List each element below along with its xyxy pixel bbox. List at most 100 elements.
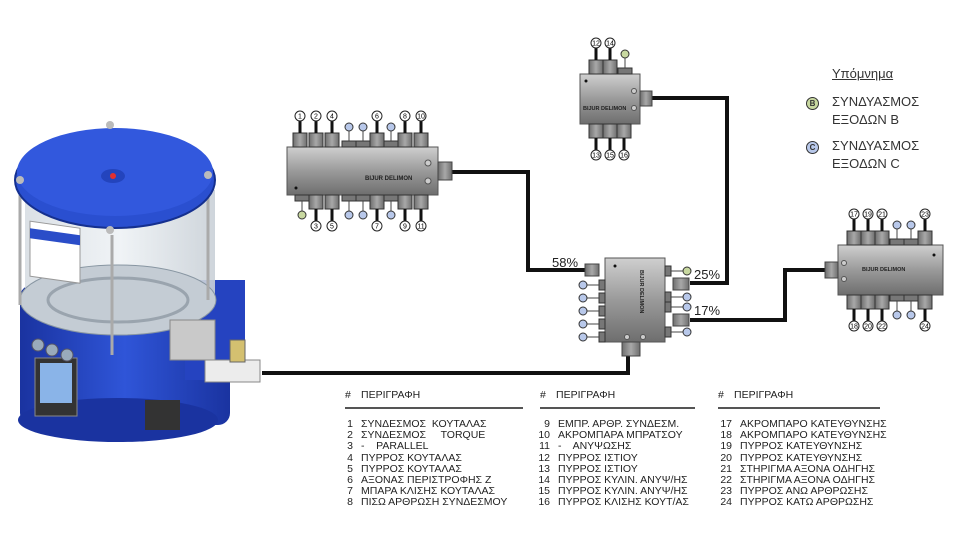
outlet-fitting xyxy=(917,230,933,246)
badge-c-icon xyxy=(892,310,902,320)
pump xyxy=(14,121,261,442)
row-description: ΠΥΡΡΟΣ ΙΣΤΙΟΥ xyxy=(558,462,638,475)
table-divider xyxy=(540,407,695,409)
row-number: 22 xyxy=(720,473,732,486)
outlet-number: 3 xyxy=(314,224,318,231)
outlet-number: 16 xyxy=(620,153,628,160)
row-number: 9 xyxy=(544,418,550,430)
plug xyxy=(598,292,606,304)
outlet-fitting xyxy=(413,132,429,148)
row-description: - PARALLEL xyxy=(361,440,429,453)
row-number: 20 xyxy=(720,451,732,464)
plug xyxy=(889,238,905,246)
outlet-fitting xyxy=(308,132,324,148)
flow-percent-right: 17% xyxy=(694,303,721,318)
row-description: ΑΚΡΟΜΠΑΡΑ ΜΠΡΑΤΣΟΥ xyxy=(558,429,683,442)
outlet-number: 8 xyxy=(403,114,407,121)
row-number: 6 xyxy=(347,473,353,486)
badge-c-icon xyxy=(682,292,692,302)
pipe-main-to-top xyxy=(652,96,729,285)
outlet-number-badge xyxy=(399,110,411,122)
outlet-number: 17 xyxy=(850,212,858,219)
outlet-fitting xyxy=(308,194,324,210)
outlet-number-badge xyxy=(399,220,411,232)
row-description: ΠΥΡΡΟΣ ΙΣΤΙΟΥ xyxy=(558,451,638,464)
outlet-fitting xyxy=(204,359,261,383)
row-description: - ΑΝΥΨΩΣΗΣ xyxy=(558,440,632,453)
plug xyxy=(903,238,919,246)
outlet-number-badge xyxy=(590,149,602,161)
outlet-fitting xyxy=(602,123,618,139)
outlet-number-badge xyxy=(848,320,860,332)
legend-item-b: ΣΥΝΔΥΑΣΜΟΣ ΕΞΟΔΩΝ B xyxy=(832,94,920,127)
flow-percent-main-in: 58% xyxy=(552,255,579,270)
table-hash-header: # xyxy=(345,389,351,401)
row-description: ΠΥΡΡΟΣ ΚΟΥΤΑΛΑΣ xyxy=(361,462,462,475)
row-number: 15 xyxy=(538,485,550,498)
table-divider xyxy=(345,407,523,409)
outlet-number: 1 xyxy=(298,114,302,121)
electrical-connector xyxy=(145,400,180,430)
plug xyxy=(598,331,606,343)
legend-item-c: ΣΥΝΔΥΑΣΜΟΣ ΕΞΟΔΩΝ C xyxy=(832,138,920,171)
outlet-fitting xyxy=(292,132,308,148)
table-hash-header: # xyxy=(718,389,724,401)
plug xyxy=(664,291,672,303)
row-description: ΠΥΡΡΟΣ ΚΥΛΙΝ. ΑΝΥΨ/ΗΣ xyxy=(558,485,688,498)
pipes xyxy=(262,96,830,375)
row-description: ΠΥΡΡΟΣ ΚΑΤΕΥΘΥΝΣΗΣ xyxy=(740,440,863,453)
table-row: 10 ΑΚΡΟΜΠΑΡΑ ΜΠΡΑΤΣΟΥ xyxy=(536,429,689,442)
row-description: ΠΥΡΡΟΣ ΚΛΙΣΗΣ ΚΟΥΤ/ΑΣ xyxy=(558,496,689,509)
row-number: 21 xyxy=(720,462,732,475)
legend-title: Υπόμνημα xyxy=(832,66,894,81)
badge-c-icon xyxy=(358,210,368,220)
row-description: ΣΥΝΔΕΣΜΟΣ ΚΟΥΤΑΛΑΣ xyxy=(361,418,487,430)
outlet-number: 19 xyxy=(864,212,872,219)
row-number: 11 xyxy=(539,440,550,453)
row-number: 24 xyxy=(720,496,732,509)
outlet-fitting xyxy=(369,194,385,210)
row-number: 18 xyxy=(720,429,732,442)
badge-c-icon xyxy=(386,122,396,132)
row-number: 3 xyxy=(347,440,353,453)
outlet-number: 7 xyxy=(375,224,379,231)
row-number: 2 xyxy=(347,429,353,442)
row-number: 10 xyxy=(538,429,550,442)
outlet-number-badge xyxy=(294,110,306,122)
row-number: 19 xyxy=(720,440,732,453)
outlet-number-badge xyxy=(848,208,860,220)
plug xyxy=(664,301,672,313)
plug xyxy=(598,305,606,317)
outlet-number: 13 xyxy=(592,153,600,160)
badge-c-icon xyxy=(892,220,902,230)
outlet-number-badge xyxy=(310,110,322,122)
row-description: ΠΥΡΡΟΣ ΚΥΛΙΝ. ΑΝΥΨ/ΗΣ xyxy=(558,473,688,486)
row-number: 14 xyxy=(538,473,550,486)
outlet-number-badge xyxy=(415,220,427,232)
outlet-fitting xyxy=(860,294,876,310)
row-description: ΣΥΝΔΕΣΜΟΣ TORQUE xyxy=(361,429,486,442)
outlet-number: 11 xyxy=(417,224,424,231)
badge-c-icon xyxy=(386,210,396,220)
plug xyxy=(383,140,399,148)
row-number: 13 xyxy=(538,462,550,475)
row-number: 17 xyxy=(720,418,732,430)
badge-b-icon xyxy=(682,266,692,276)
table-header: ΠΕΡΙΓΡΑΦΗ xyxy=(556,389,616,401)
outlet-fitting xyxy=(860,230,876,246)
outlet-fitting xyxy=(846,294,862,310)
table-row: 3 - PARALLEL xyxy=(345,441,507,452)
badge-c-icon xyxy=(578,319,588,329)
row-number: 4 xyxy=(347,451,353,464)
row-description: ΣΤΗΡΙΓΜΑ ΑΞΟΝΑ ΟΔΗΓΗΣ xyxy=(740,473,876,486)
plug xyxy=(598,318,606,330)
